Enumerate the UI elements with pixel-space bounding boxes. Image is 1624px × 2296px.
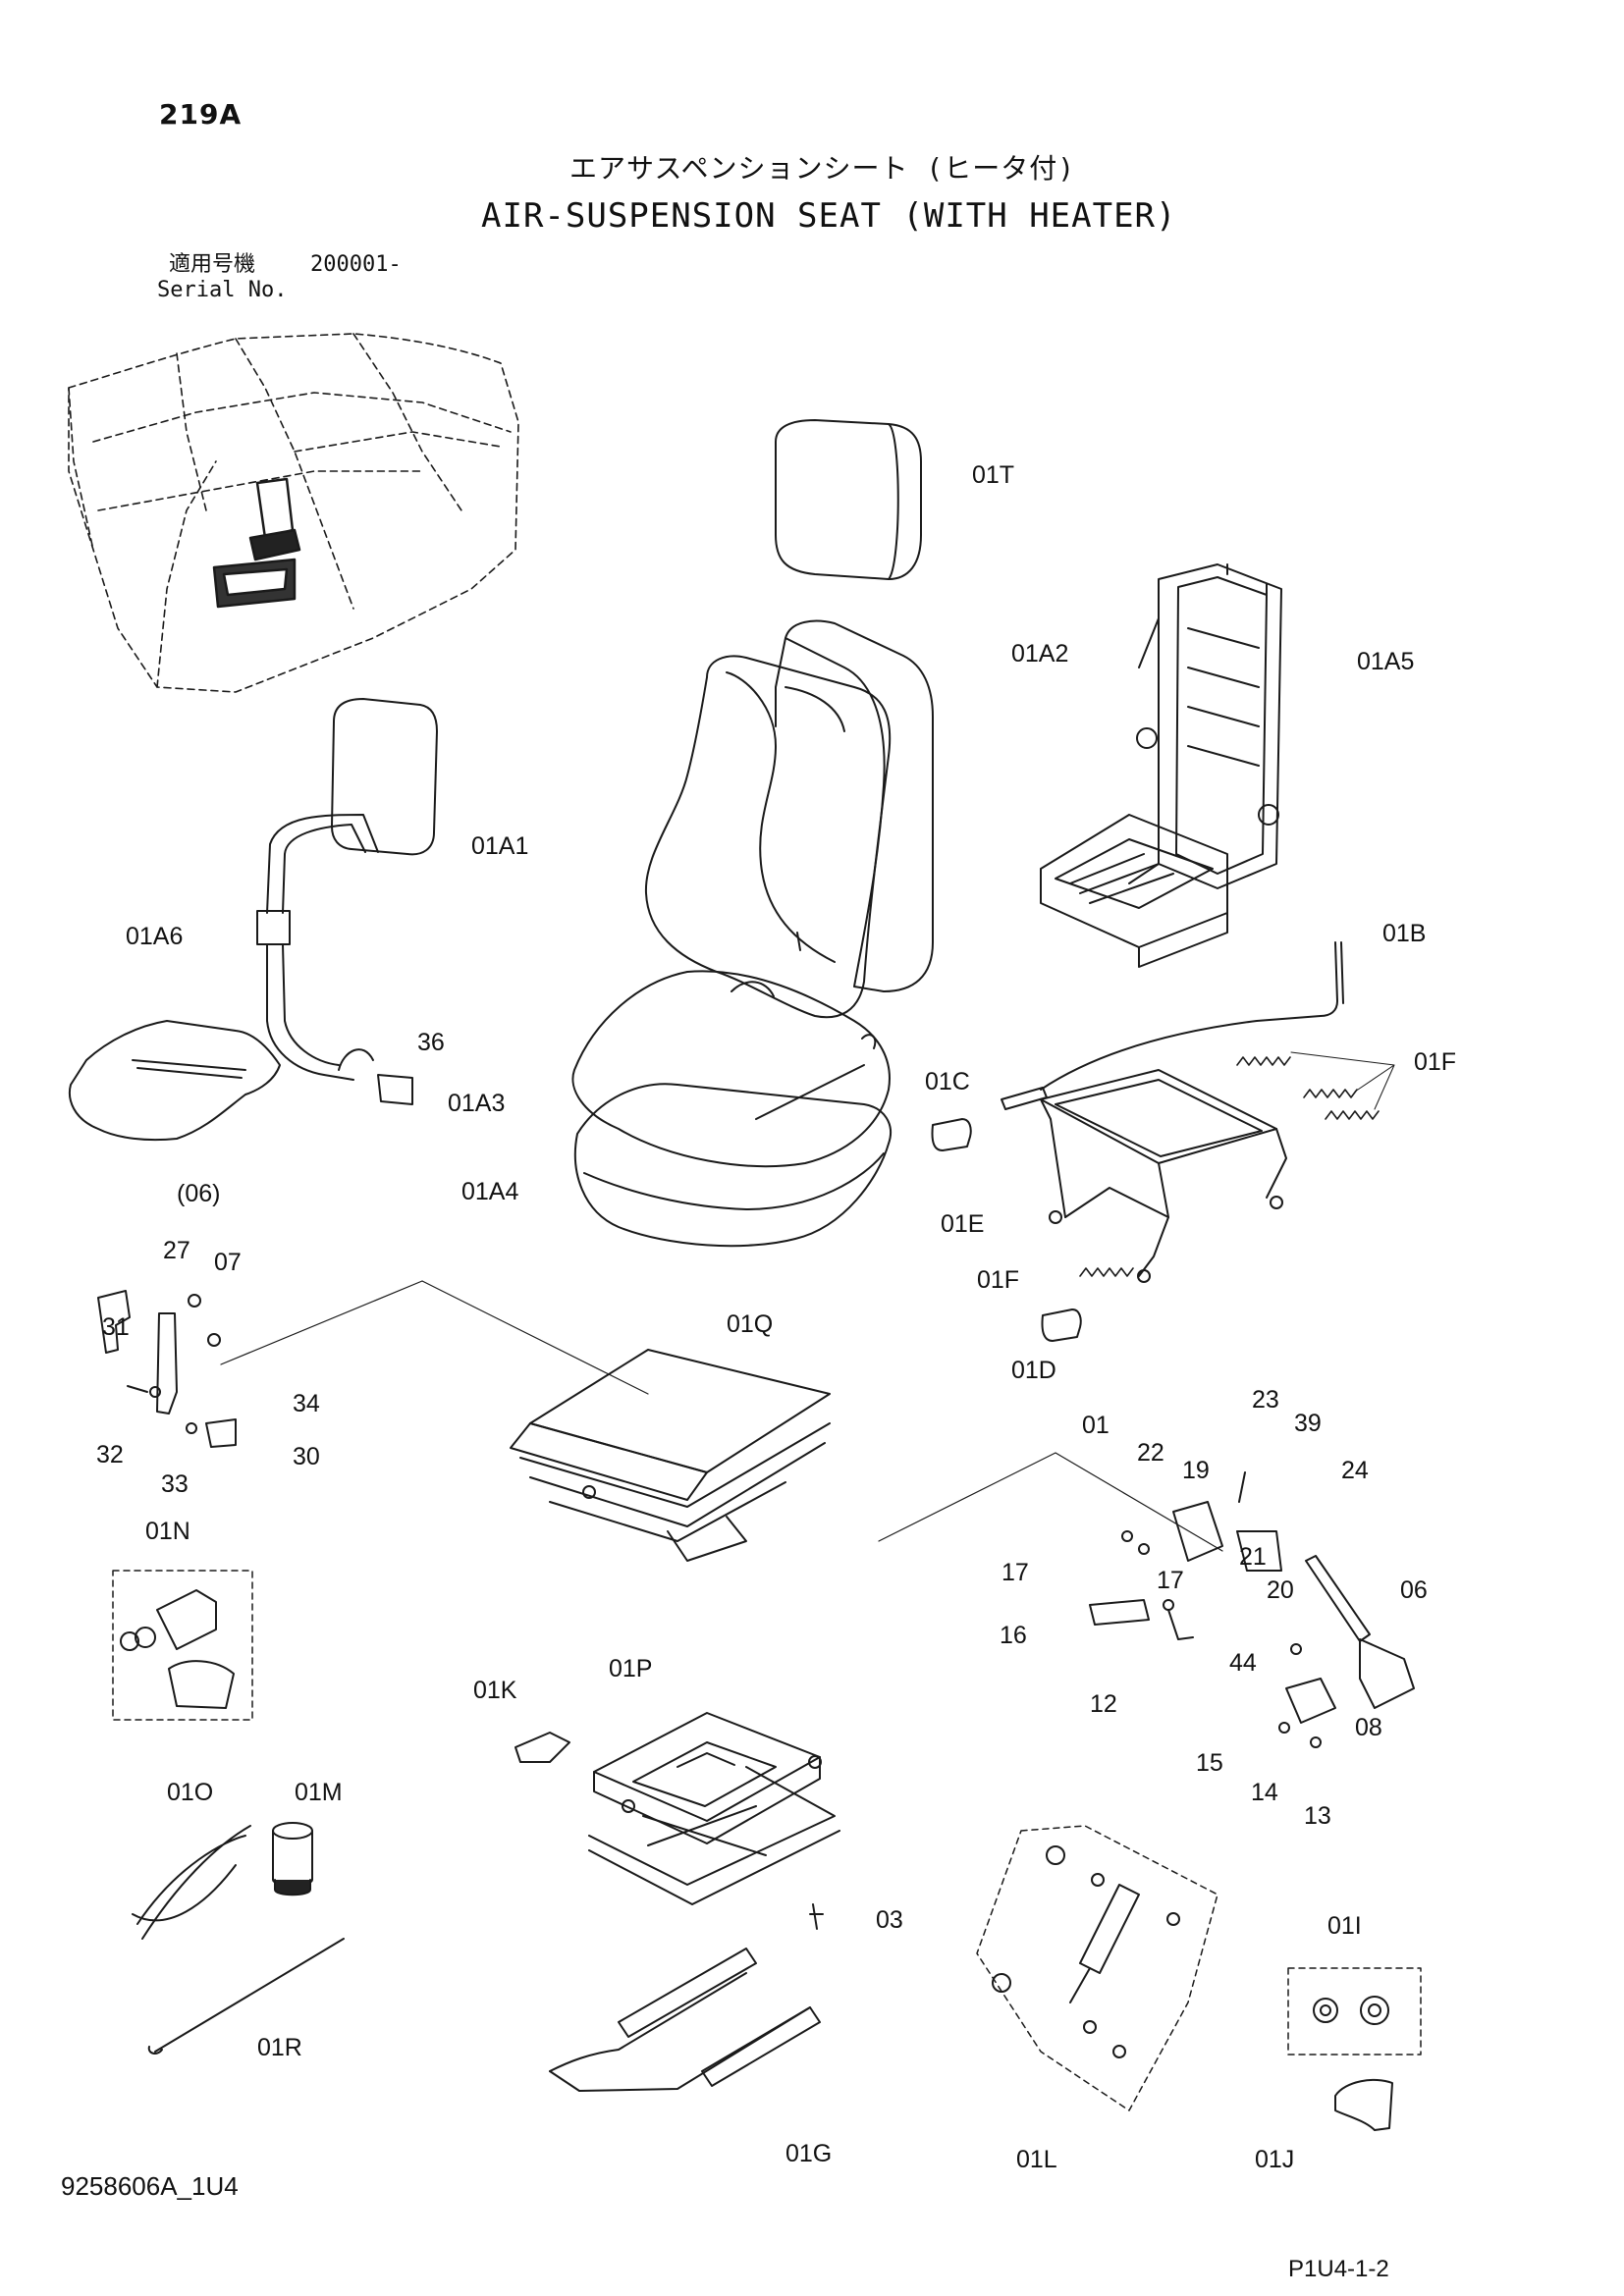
callout-01Q: 01Q — [727, 1310, 774, 1338]
machine-overview-illustration — [69, 334, 518, 692]
callout-36: 36 — [417, 1029, 445, 1056]
headrest-01T — [776, 420, 921, 579]
callout-13: 13 — [1304, 1802, 1331, 1830]
bushing-kit-01I — [1288, 1968, 1421, 2055]
damper-kit-01L — [977, 1826, 1218, 2110]
callout-01: 01 — [1082, 1412, 1110, 1439]
callout-06: 06 — [1400, 1576, 1428, 1604]
slide-mechanism-01E — [1041, 1070, 1286, 1282]
callout-01A3: 01A3 — [448, 1090, 506, 1117]
callout-31: 31 — [102, 1313, 130, 1341]
callout-01A2: 01A2 — [1011, 640, 1069, 667]
overview-seat-highlight — [214, 479, 299, 607]
callout-15: 15 — [1196, 1749, 1223, 1777]
seatbelt-assembly-right — [1090, 1472, 1414, 1747]
callout-34: 34 — [293, 1390, 320, 1417]
callout-01B: 01B — [1382, 920, 1427, 947]
seat-frame-01A5 — [1041, 564, 1281, 967]
callout-08: 08 — [1355, 1714, 1382, 1741]
callout-32: 32 — [96, 1441, 124, 1468]
callout-01D: 01D — [1011, 1357, 1056, 1384]
title-english: AIR-SUSPENSION SEAT (WITH HEATER) — [481, 196, 1177, 236]
callout-27: 27 — [163, 1237, 190, 1264]
callout-39: 39 — [1294, 1410, 1322, 1437]
serial-value: 200001- — [310, 252, 402, 277]
backrest-01A1 — [646, 656, 890, 1017]
suspension-01Q — [511, 1350, 830, 1561]
seatbelt-buckle-left — [98, 1291, 236, 1447]
backrest-cover-01A2 — [785, 621, 933, 991]
callout-17-right: 17 — [1157, 1567, 1184, 1594]
callout-06-ref: (06) — [177, 1180, 221, 1207]
page-id: 219A — [159, 98, 243, 131]
release-cable-01B — [1001, 942, 1343, 1109]
knob-01D — [1042, 1309, 1080, 1341]
serial-label-japanese: 適用号機 — [169, 252, 256, 277]
callout-01L: 01L — [1016, 2146, 1057, 2173]
callout-12: 12 — [1090, 1690, 1117, 1718]
callout-33: 33 — [161, 1470, 189, 1498]
callout-01F-top: 01F — [1414, 1048, 1457, 1076]
callout-01G: 01G — [785, 2140, 833, 2167]
callout-01M: 01M — [295, 1779, 343, 1806]
callout-01A1: 01A1 — [471, 832, 529, 860]
callout-01R: 01R — [257, 2034, 302, 2061]
callout-44: 44 — [1229, 1649, 1257, 1677]
seat-cushion-01A3 — [572, 971, 890, 1166]
callout-21: 21 — [1239, 1543, 1267, 1571]
callout-01A5: 01A5 — [1357, 648, 1415, 675]
wire-01O — [133, 1826, 250, 1939]
callout-01K: 01K — [473, 1677, 517, 1704]
seat-cushion-base-01A4 — [575, 1084, 891, 1246]
callout-22: 22 — [1137, 1439, 1164, 1467]
callout-01C: 01C — [925, 1068, 970, 1095]
callout-01N: 01N — [145, 1518, 190, 1545]
callout-16: 16 — [1000, 1622, 1027, 1649]
callout-07: 07 — [214, 1249, 242, 1276]
callout-19: 19 — [1182, 1457, 1210, 1484]
bracket-01K — [515, 1733, 569, 1762]
drawing-number: 9258606A_1U4 — [61, 2171, 239, 2201]
springs-01F — [1080, 1052, 1394, 1276]
cap-01M — [273, 1823, 312, 1895]
callout-24: 24 — [1341, 1457, 1369, 1484]
callout-01J: 01J — [1255, 2146, 1295, 2173]
callout-14: 14 — [1251, 1779, 1278, 1806]
callout-30: 30 — [293, 1443, 320, 1470]
page-number: P1U4-1-2 — [1288, 2256, 1389, 2282]
cable-01R — [149, 1939, 344, 2054]
knob-01C — [932, 1119, 970, 1150]
callout-23: 23 — [1252, 1386, 1279, 1414]
callout-01T: 01T — [972, 461, 1015, 489]
callout-01I: 01I — [1327, 1912, 1362, 1940]
title-japanese: エアサスペンションシート (ヒータ付) — [569, 152, 1076, 185]
slide-rails-01G — [550, 1904, 823, 2091]
callout-03: 03 — [876, 1906, 903, 1934]
callout-01E: 01E — [941, 1210, 985, 1238]
callout-01P: 01P — [609, 1655, 653, 1682]
callout-20: 20 — [1267, 1576, 1294, 1604]
callout-01A4: 01A4 — [461, 1178, 519, 1205]
seat-heater-01A6 — [70, 699, 437, 1140]
cover-01J — [1335, 2080, 1392, 2130]
switch-kit-01N — [113, 1571, 252, 1720]
serial-label-english: Serial No. — [157, 278, 288, 302]
callout-01F-bottom: 01F — [977, 1266, 1020, 1294]
callout-01A6: 01A6 — [126, 923, 184, 950]
scissor-mechanism-01P — [589, 1713, 839, 1904]
callout-01O: 01O — [167, 1779, 214, 1806]
callout-17-left: 17 — [1001, 1559, 1029, 1586]
